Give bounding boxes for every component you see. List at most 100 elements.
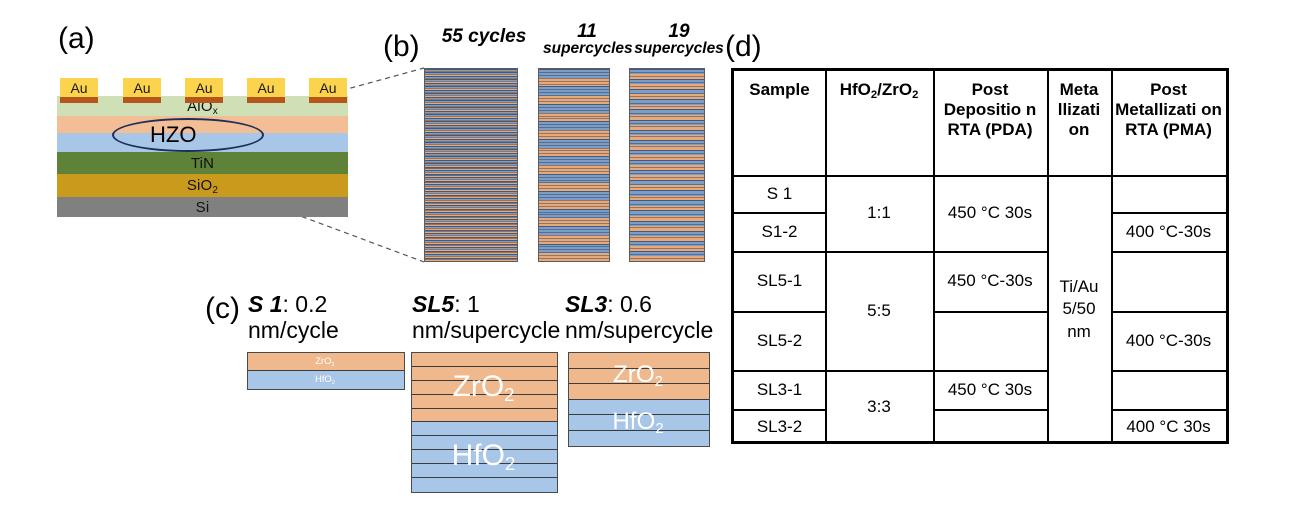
stripe-band xyxy=(425,173,517,176)
stripe-rule xyxy=(539,211,609,213)
au-contact-bar-3 xyxy=(185,97,223,103)
stripe-band xyxy=(425,145,517,148)
zro2-sublayer xyxy=(412,408,557,423)
stripe-band xyxy=(630,129,704,135)
stripe-rule xyxy=(630,210,704,212)
stripe-rule xyxy=(630,250,704,252)
stripe-rule xyxy=(630,156,704,158)
stripe-band xyxy=(539,217,609,227)
caption-rate-sl5: : 1 xyxy=(454,291,480,317)
table-cell-pma-sl5-1 xyxy=(1111,251,1226,311)
caption-rate-s1: : 0.2 xyxy=(282,291,328,317)
stripe-band xyxy=(425,186,517,188)
stripe-rule xyxy=(425,156,517,158)
stripe-rule xyxy=(630,89,704,90)
stripe-rule xyxy=(539,138,609,140)
stripe-band xyxy=(425,191,517,193)
stripe-band xyxy=(539,121,609,131)
stripe-rule xyxy=(425,102,517,103)
caption-sl5: SL5: 1 nm/supercycle xyxy=(412,291,560,344)
stripe-rule xyxy=(630,247,704,249)
stripe-rule xyxy=(425,229,517,231)
table-header-pda: Post Depositio n RTA (PDA) xyxy=(933,71,1047,175)
stripe-band xyxy=(425,103,517,106)
stripe-rule xyxy=(425,236,517,238)
stripe-rule xyxy=(425,119,517,121)
stripe-rule xyxy=(425,107,517,109)
stripe-rule xyxy=(539,220,609,221)
table-header-pma: Post Metallizati on RTA (PMA) xyxy=(1111,71,1226,175)
table-hline-sample-4 xyxy=(734,370,825,372)
stripe-rule xyxy=(425,233,517,234)
stripe-band xyxy=(425,213,517,216)
stripe-band xyxy=(539,243,609,253)
sl-column-heading-1: 55 cycles xyxy=(428,27,540,46)
stripe-rule xyxy=(425,198,517,199)
stripe-band xyxy=(425,114,517,117)
stripe-rule xyxy=(425,140,517,142)
hfo2-sublayer xyxy=(248,371,404,389)
stripe-band xyxy=(425,219,517,221)
hfo2-sublayer xyxy=(569,399,709,415)
stripe-band xyxy=(630,175,704,181)
stripe-rule xyxy=(630,139,704,141)
stripe-band xyxy=(539,78,609,87)
stripe-rule xyxy=(630,183,704,185)
stripe-rule xyxy=(630,69,704,70)
stripe-band xyxy=(425,224,517,227)
stripe-rule xyxy=(425,86,517,88)
stripe-rule xyxy=(425,205,517,206)
stripe-rule xyxy=(425,81,517,82)
stripe-rule xyxy=(425,133,517,135)
stripe-rule xyxy=(425,144,517,145)
stripe-band xyxy=(425,212,517,214)
stripe-rule xyxy=(425,227,517,229)
table-hline-pma-5 xyxy=(1111,409,1226,411)
stripe-band xyxy=(539,103,609,113)
stripe-rule xyxy=(539,83,609,85)
stripe-rule xyxy=(539,71,609,73)
process-table: Sample HfO2/ZrO2 Post Depositio n RTA (P… xyxy=(731,68,1229,444)
stripe-band xyxy=(425,163,517,166)
stripe-band xyxy=(630,185,704,191)
stripe-band xyxy=(630,104,704,110)
stripe-band xyxy=(425,255,517,258)
stripe-band xyxy=(539,165,609,174)
stripe-rule xyxy=(630,119,704,121)
zro2-sublayer xyxy=(569,353,709,369)
stripe-band xyxy=(425,70,517,73)
sl-heading-big: 11 xyxy=(577,21,597,42)
stripe-band xyxy=(425,140,517,143)
stripe-rule xyxy=(425,154,517,156)
stripe-rule xyxy=(630,146,704,148)
stripe-rule xyxy=(539,252,609,253)
stripe-band xyxy=(630,215,704,221)
stripe-band xyxy=(630,225,704,231)
stripe-band xyxy=(425,124,517,127)
stripe-band xyxy=(425,220,517,223)
stripe-band xyxy=(425,123,517,125)
stripe-band xyxy=(425,175,517,178)
stripe-band xyxy=(630,139,704,145)
stripe-rule xyxy=(539,153,609,155)
table-cell-pma-sl3-2: 400 °C 30s xyxy=(1126,416,1211,436)
stripe-band xyxy=(630,134,704,140)
stripe-rule xyxy=(630,72,704,74)
table-vline-4 xyxy=(1111,71,1113,441)
metallization-line-1: Ti/Au xyxy=(1059,277,1099,297)
table-cell-ratio-3-3: 3:3 xyxy=(867,397,891,416)
stripe-rule xyxy=(425,206,517,208)
stripe-rule xyxy=(425,126,517,128)
stripe-rule xyxy=(425,255,517,257)
au-contact-3: Au xyxy=(185,78,223,97)
table-cell-pda-sl5-2 xyxy=(933,311,1047,370)
stripe-band xyxy=(630,74,704,80)
stripe-rule xyxy=(425,84,517,86)
stripe-band xyxy=(425,130,517,132)
layer-label-sio2: SiO2 xyxy=(186,177,219,196)
stripe-band xyxy=(630,149,704,156)
stripe-rule xyxy=(630,112,704,114)
stripe-rule xyxy=(425,208,517,210)
stripe-rule xyxy=(425,173,517,175)
stripe-rule xyxy=(425,159,517,161)
